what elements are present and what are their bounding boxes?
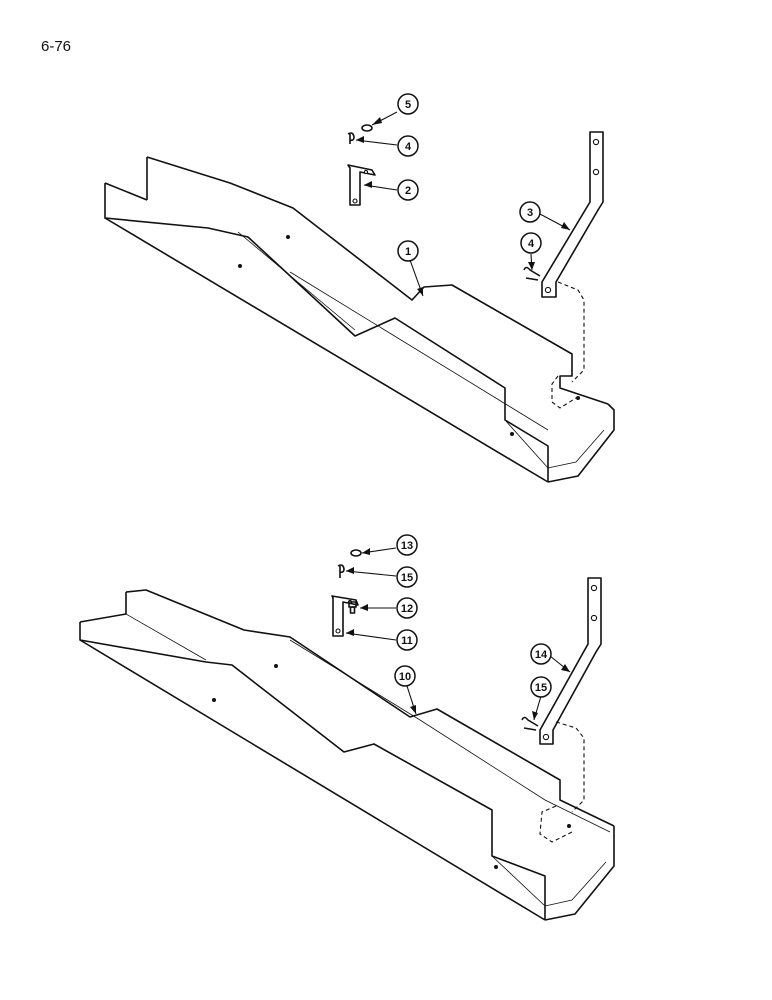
callout-10: 10	[394, 665, 416, 687]
alignment-line-bottom	[539, 721, 585, 843]
callout-2: 2	[397, 179, 419, 201]
callout-label: 4	[405, 141, 412, 153]
strap-bracket-part-2	[347, 164, 376, 206]
callout-13: 13	[396, 534, 418, 556]
support-bracket-part-14	[539, 577, 602, 745]
callout-15b: 15	[530, 676, 552, 698]
callout-label: 13	[401, 540, 413, 552]
cotter-pin-part-4b	[523, 266, 541, 281]
washer-part-13	[350, 549, 362, 557]
callout-label: 15	[535, 682, 547, 694]
shield-channel-part-1	[104, 156, 615, 483]
callout-label: 14	[535, 649, 548, 661]
callout-4: 4	[397, 135, 419, 157]
callout-12: 12	[396, 597, 418, 619]
callout-label: 10	[399, 671, 411, 683]
cotter-pin-part-4	[347, 132, 355, 144]
callout-label: 5	[405, 99, 411, 111]
callout-label: 2	[405, 185, 411, 197]
support-bracket-part-3	[541, 131, 604, 298]
callout-label: 1	[405, 246, 411, 258]
callout-11: 11	[396, 629, 418, 651]
cotter-pin-part-15	[337, 564, 345, 578]
top-assembly: 5 4 2 3 4 1	[104, 93, 615, 483]
callout-label: 11	[401, 635, 413, 647]
alignment-line	[551, 281, 585, 409]
callout-4b: 4	[520, 232, 542, 254]
callout-label: 4	[528, 238, 535, 250]
callout-label: 12	[401, 603, 413, 615]
callout-14: 14	[530, 643, 552, 665]
cotter-pin-part-15b	[521, 716, 539, 731]
bolt-part-12	[348, 601, 357, 614]
callout-label: 3	[527, 207, 533, 219]
callout-15: 15	[396, 566, 418, 588]
page-number: 6-76	[41, 38, 72, 55]
callout-5: 5	[397, 93, 419, 115]
callout-3: 3	[519, 201, 541, 223]
callout-1: 1	[397, 240, 419, 262]
callout-label: 15	[401, 572, 413, 584]
shield-channel-part-10	[79, 589, 615, 921]
washer-part-5	[361, 124, 373, 132]
bottom-assembly: 13 15 12 11 14 15 10	[79, 534, 615, 921]
